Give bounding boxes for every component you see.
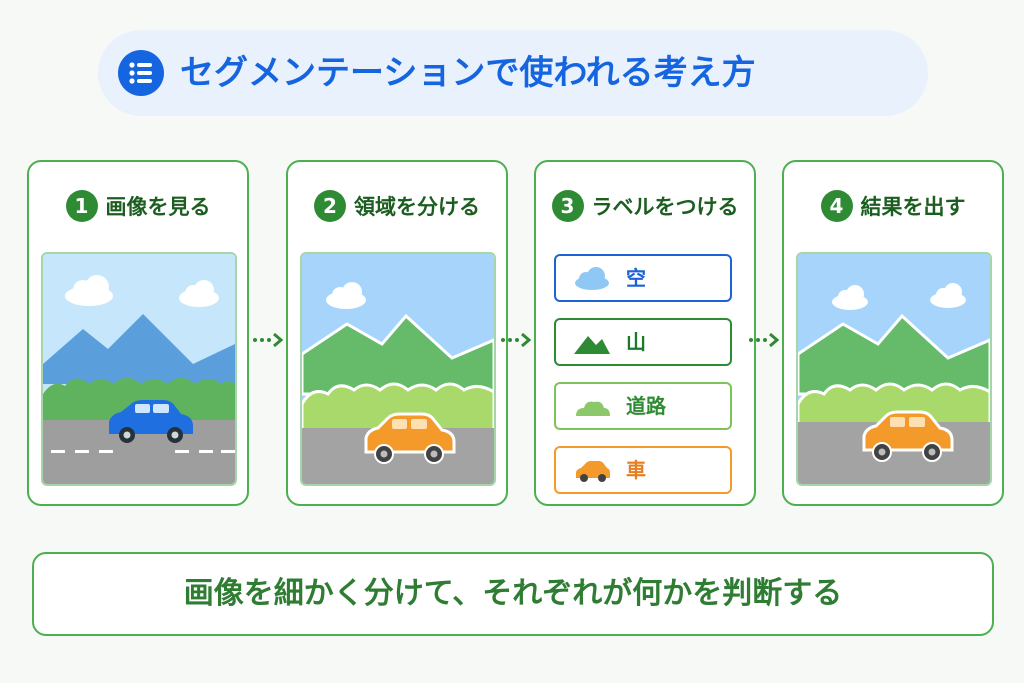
- step-header: 2 領域を分ける: [288, 190, 506, 222]
- bush-icon: [798, 382, 990, 426]
- step-number: 3: [551, 190, 584, 222]
- car-icon: [364, 412, 456, 464]
- bush-icon: [576, 401, 610, 416]
- page-title: セグメンテーションで使われる考え方: [180, 53, 756, 93]
- result-image: [796, 252, 992, 486]
- arrow-icon: [501, 332, 532, 348]
- step-header: 4 結果を出す: [784, 190, 1002, 222]
- mountain-icon: [43, 314, 235, 384]
- label-text: 空: [626, 266, 646, 290]
- label-item-car: 車: [554, 446, 732, 494]
- label-text: 車: [626, 458, 646, 482]
- step-card-2: 2 領域を分ける: [286, 160, 508, 506]
- step-number: 1: [65, 190, 98, 222]
- original-image: [41, 252, 237, 486]
- step-card-3: 3 ラベルをつける 空 山 道路 車: [534, 160, 756, 506]
- arrow-icon: [749, 332, 780, 348]
- car-icon: [576, 461, 610, 482]
- label-text: 山: [626, 330, 646, 354]
- bush-icon: [43, 378, 235, 422]
- step-header: 1 画像を見る: [29, 190, 247, 222]
- step-number: 4: [820, 190, 853, 222]
- cloud-icon: [832, 283, 966, 310]
- label-item-mountain: 山: [554, 318, 732, 366]
- cloud-icon: [326, 282, 366, 309]
- car-icon: [862, 410, 954, 462]
- cloud-icon: [65, 275, 219, 307]
- bush-icon: [302, 382, 494, 432]
- title-banner: セグメンテーションで使われる考え方: [98, 30, 928, 116]
- list-icon: [118, 50, 164, 96]
- arrow-icon: [253, 332, 284, 348]
- label-item-road: 道路: [554, 382, 732, 430]
- step-label: 画像を見る: [105, 195, 211, 219]
- mountain-icon: [574, 336, 610, 354]
- step-card-1: 1 画像を見る: [27, 160, 249, 506]
- label-item-sky: 空: [554, 254, 732, 302]
- car-icon: [109, 400, 193, 443]
- step-label: 領域を分ける: [354, 195, 480, 219]
- step-label: ラベルをつける: [591, 195, 739, 219]
- label-text: 道路: [626, 394, 666, 418]
- cloud-icon: [575, 267, 609, 290]
- step-number: 2: [314, 190, 346, 222]
- step-card-4: 4 結果を出す: [782, 160, 1004, 506]
- step-header: 3 ラベルをつける: [536, 190, 754, 222]
- summary-banner: 画像を細かく分けて、それぞれが何かを判断する: [32, 552, 994, 636]
- step-label: 結果を出す: [860, 195, 966, 219]
- summary-text: 画像を細かく分けて、それぞれが何かを判断する: [183, 576, 843, 611]
- segmented-image: [300, 252, 496, 486]
